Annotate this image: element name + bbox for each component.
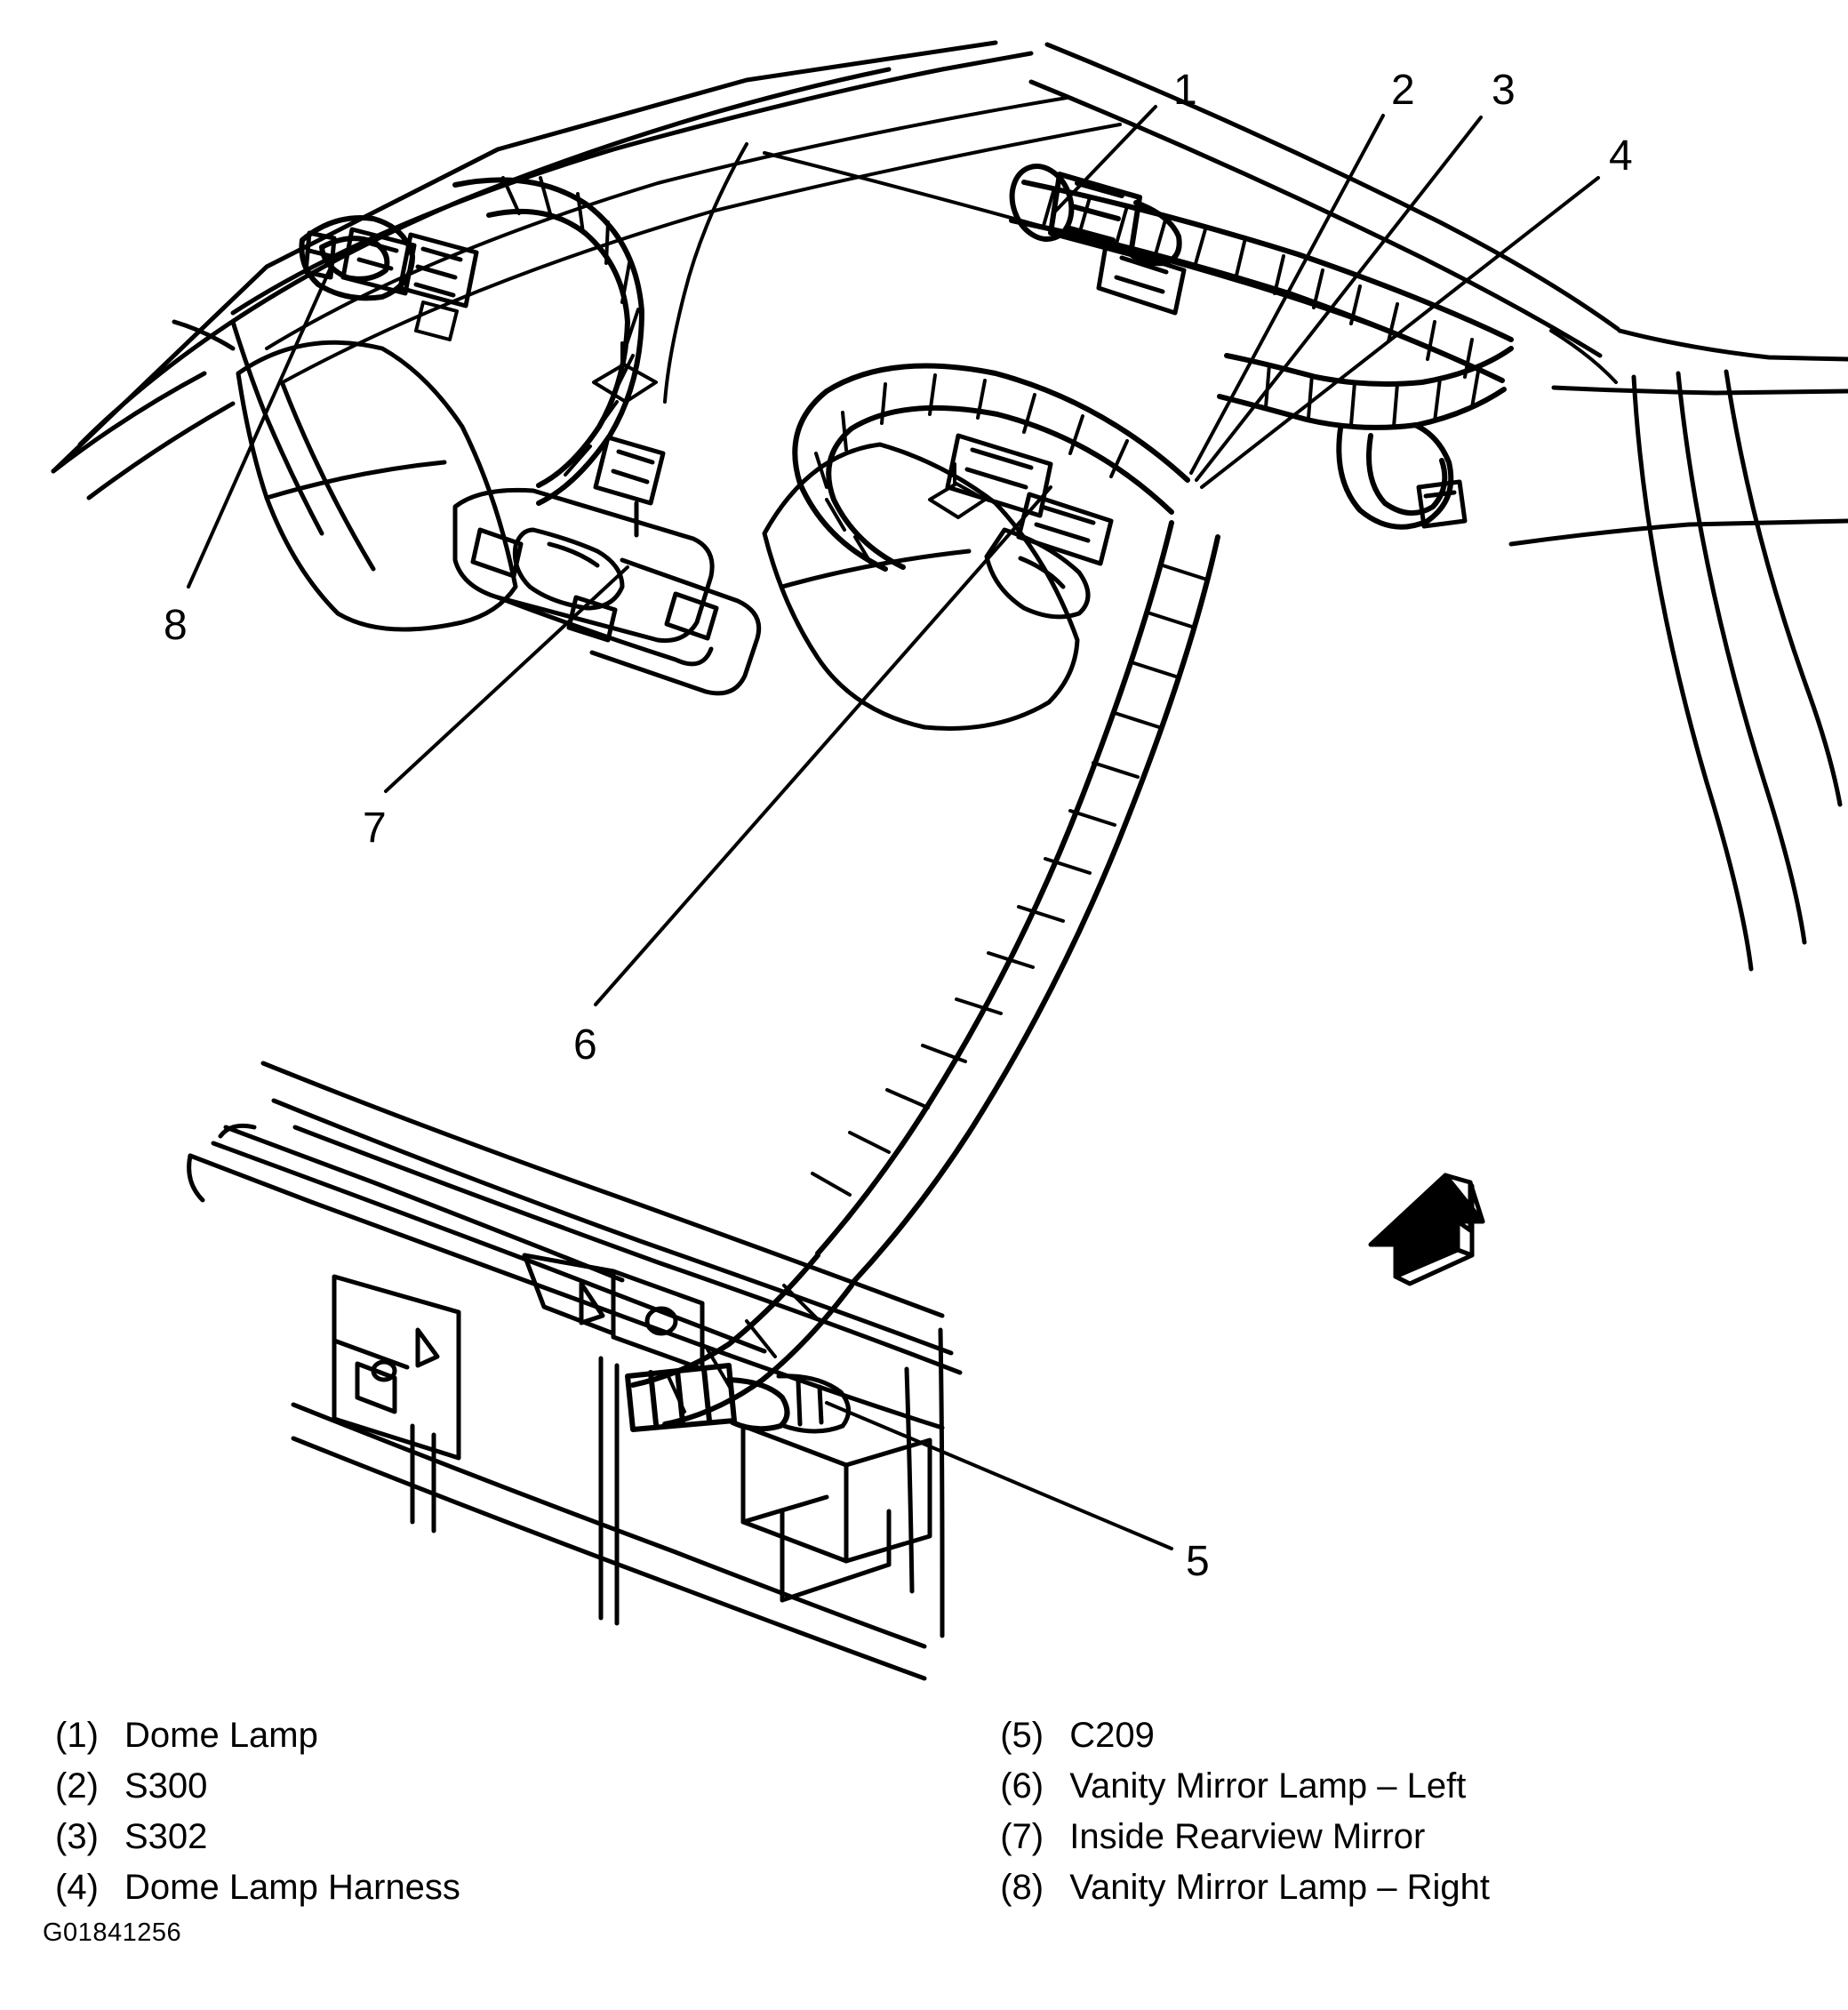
harness-service-loop-right (1336, 422, 1454, 530)
sun-visor-left (236, 340, 518, 632)
legend-label: Vanity Mirror Lamp – Right (1069, 1868, 1490, 1907)
vanity-lamp-right-terminal (303, 230, 337, 280)
callout-number-6: 6 (573, 1021, 597, 1069)
c209-boot (776, 1373, 851, 1434)
callout-number-4: 4 (1609, 132, 1633, 180)
harness-clip-left-header (593, 435, 666, 538)
s300-splice (945, 433, 1053, 518)
harness-connector-block-left (340, 227, 417, 296)
harness-a-pillar-run (815, 520, 1220, 1285)
callout-number-1: 1 (1173, 67, 1197, 114)
leader-lines (187, 105, 1600, 1550)
callout-number-7: 7 (363, 805, 387, 852)
legend-column-right: (5) C209 (6) Vanity Mirror Lamp – Left (… (1000, 1716, 1848, 1947)
harness-ribs-left-loop (501, 176, 640, 476)
cowl-right-panel (904, 1327, 945, 1638)
legend-number: (8) (1000, 1868, 1044, 1907)
legend-item-8: (8) Vanity Mirror Lamp – Right (1000, 1868, 1848, 1918)
harness-ribs-header-loop (814, 373, 1129, 565)
sun-visor-right (762, 442, 1080, 731)
legend-item-7: (7) Inside Rearview Mirror (1000, 1817, 1848, 1868)
callout-number-8: 8 (164, 602, 188, 649)
legend-label: S302 (124, 1817, 208, 1856)
wiper-arm (211, 1123, 767, 1354)
cowl-bracket-mid (522, 1253, 705, 1372)
legend-number: (1) (55, 1716, 99, 1755)
harness-ribs-a-pillar (811, 564, 1209, 1197)
legend-label: Vanity Mirror Lamp – Left (1069, 1766, 1467, 1806)
dome-lamp-secondary-connector (1096, 243, 1187, 316)
door-frame-lines (1631, 369, 1843, 972)
windshield-glass (663, 142, 1618, 404)
splice-boot (984, 527, 1091, 620)
harness-small-tab-left (414, 300, 459, 341)
legend-item-1: (1) Dome Lamp (55, 1716, 920, 1766)
legend-item-4: (4) Dome Lamp Harness (55, 1868, 920, 1918)
legend-number: (2) (55, 1766, 99, 1806)
legend: (1) Dome Lamp (2) S300 (3) S302 (4) Dome… (0, 1716, 1848, 1947)
cowl-panel (260, 1061, 963, 1375)
callout-number-2: 2 (1391, 67, 1415, 114)
legend-label: C209 (1069, 1716, 1155, 1755)
legend-label: S300 (124, 1766, 208, 1806)
harness-clip-right-header (1416, 479, 1468, 529)
legend-item-2: (2) S300 (55, 1766, 920, 1817)
figure-code: G01841256 (43, 1918, 182, 1947)
harness-connector-mid-left (397, 232, 479, 308)
legend-label: Inside Rearview Mirror (1069, 1817, 1426, 1856)
legend-number: (4) (55, 1868, 99, 1907)
harness-lower-bend (630, 1253, 854, 1427)
cowl-bracket-left (332, 1274, 461, 1461)
harness-header-loop (792, 363, 1190, 572)
headliner-lower-edge (230, 319, 376, 572)
forward-direction-arrow-icon (1368, 1173, 1485, 1286)
legend-label: Dome Lamp Harness (124, 1868, 460, 1907)
legend-column-left: (1) Dome Lamp (2) S300 (3) S302 (4) Dome… (55, 1716, 920, 1947)
legend-number: (5) (1000, 1716, 1044, 1755)
legend-label: Dome Lamp (124, 1716, 318, 1755)
harness-ribs-header-run (1264, 363, 1481, 428)
legend-number: (6) (1000, 1766, 1044, 1806)
a-pillar-left (51, 319, 236, 500)
legend-item-3: (3) S302 (55, 1817, 920, 1868)
legend-item-6: (6) Vanity Mirror Lamp – Left (1000, 1766, 1848, 1817)
callout-number-5: 5 (1186, 1538, 1210, 1585)
right-roof-panel (1508, 328, 1848, 547)
c209-connector (625, 1363, 790, 1432)
cowl-vertical-rod (598, 1356, 620, 1626)
harness-left-loop (452, 177, 644, 506)
legend-item-5: (5) C209 (1000, 1716, 1848, 1766)
cowl-lower-rail (291, 1402, 927, 1681)
legend-number: (7) (1000, 1817, 1044, 1856)
roof-outline (51, 40, 1034, 474)
s302-splice (1016, 492, 1114, 566)
cowl-duct-box (740, 1423, 932, 1603)
callout-number-3: 3 (1492, 67, 1516, 114)
legend-number: (3) (55, 1817, 99, 1856)
